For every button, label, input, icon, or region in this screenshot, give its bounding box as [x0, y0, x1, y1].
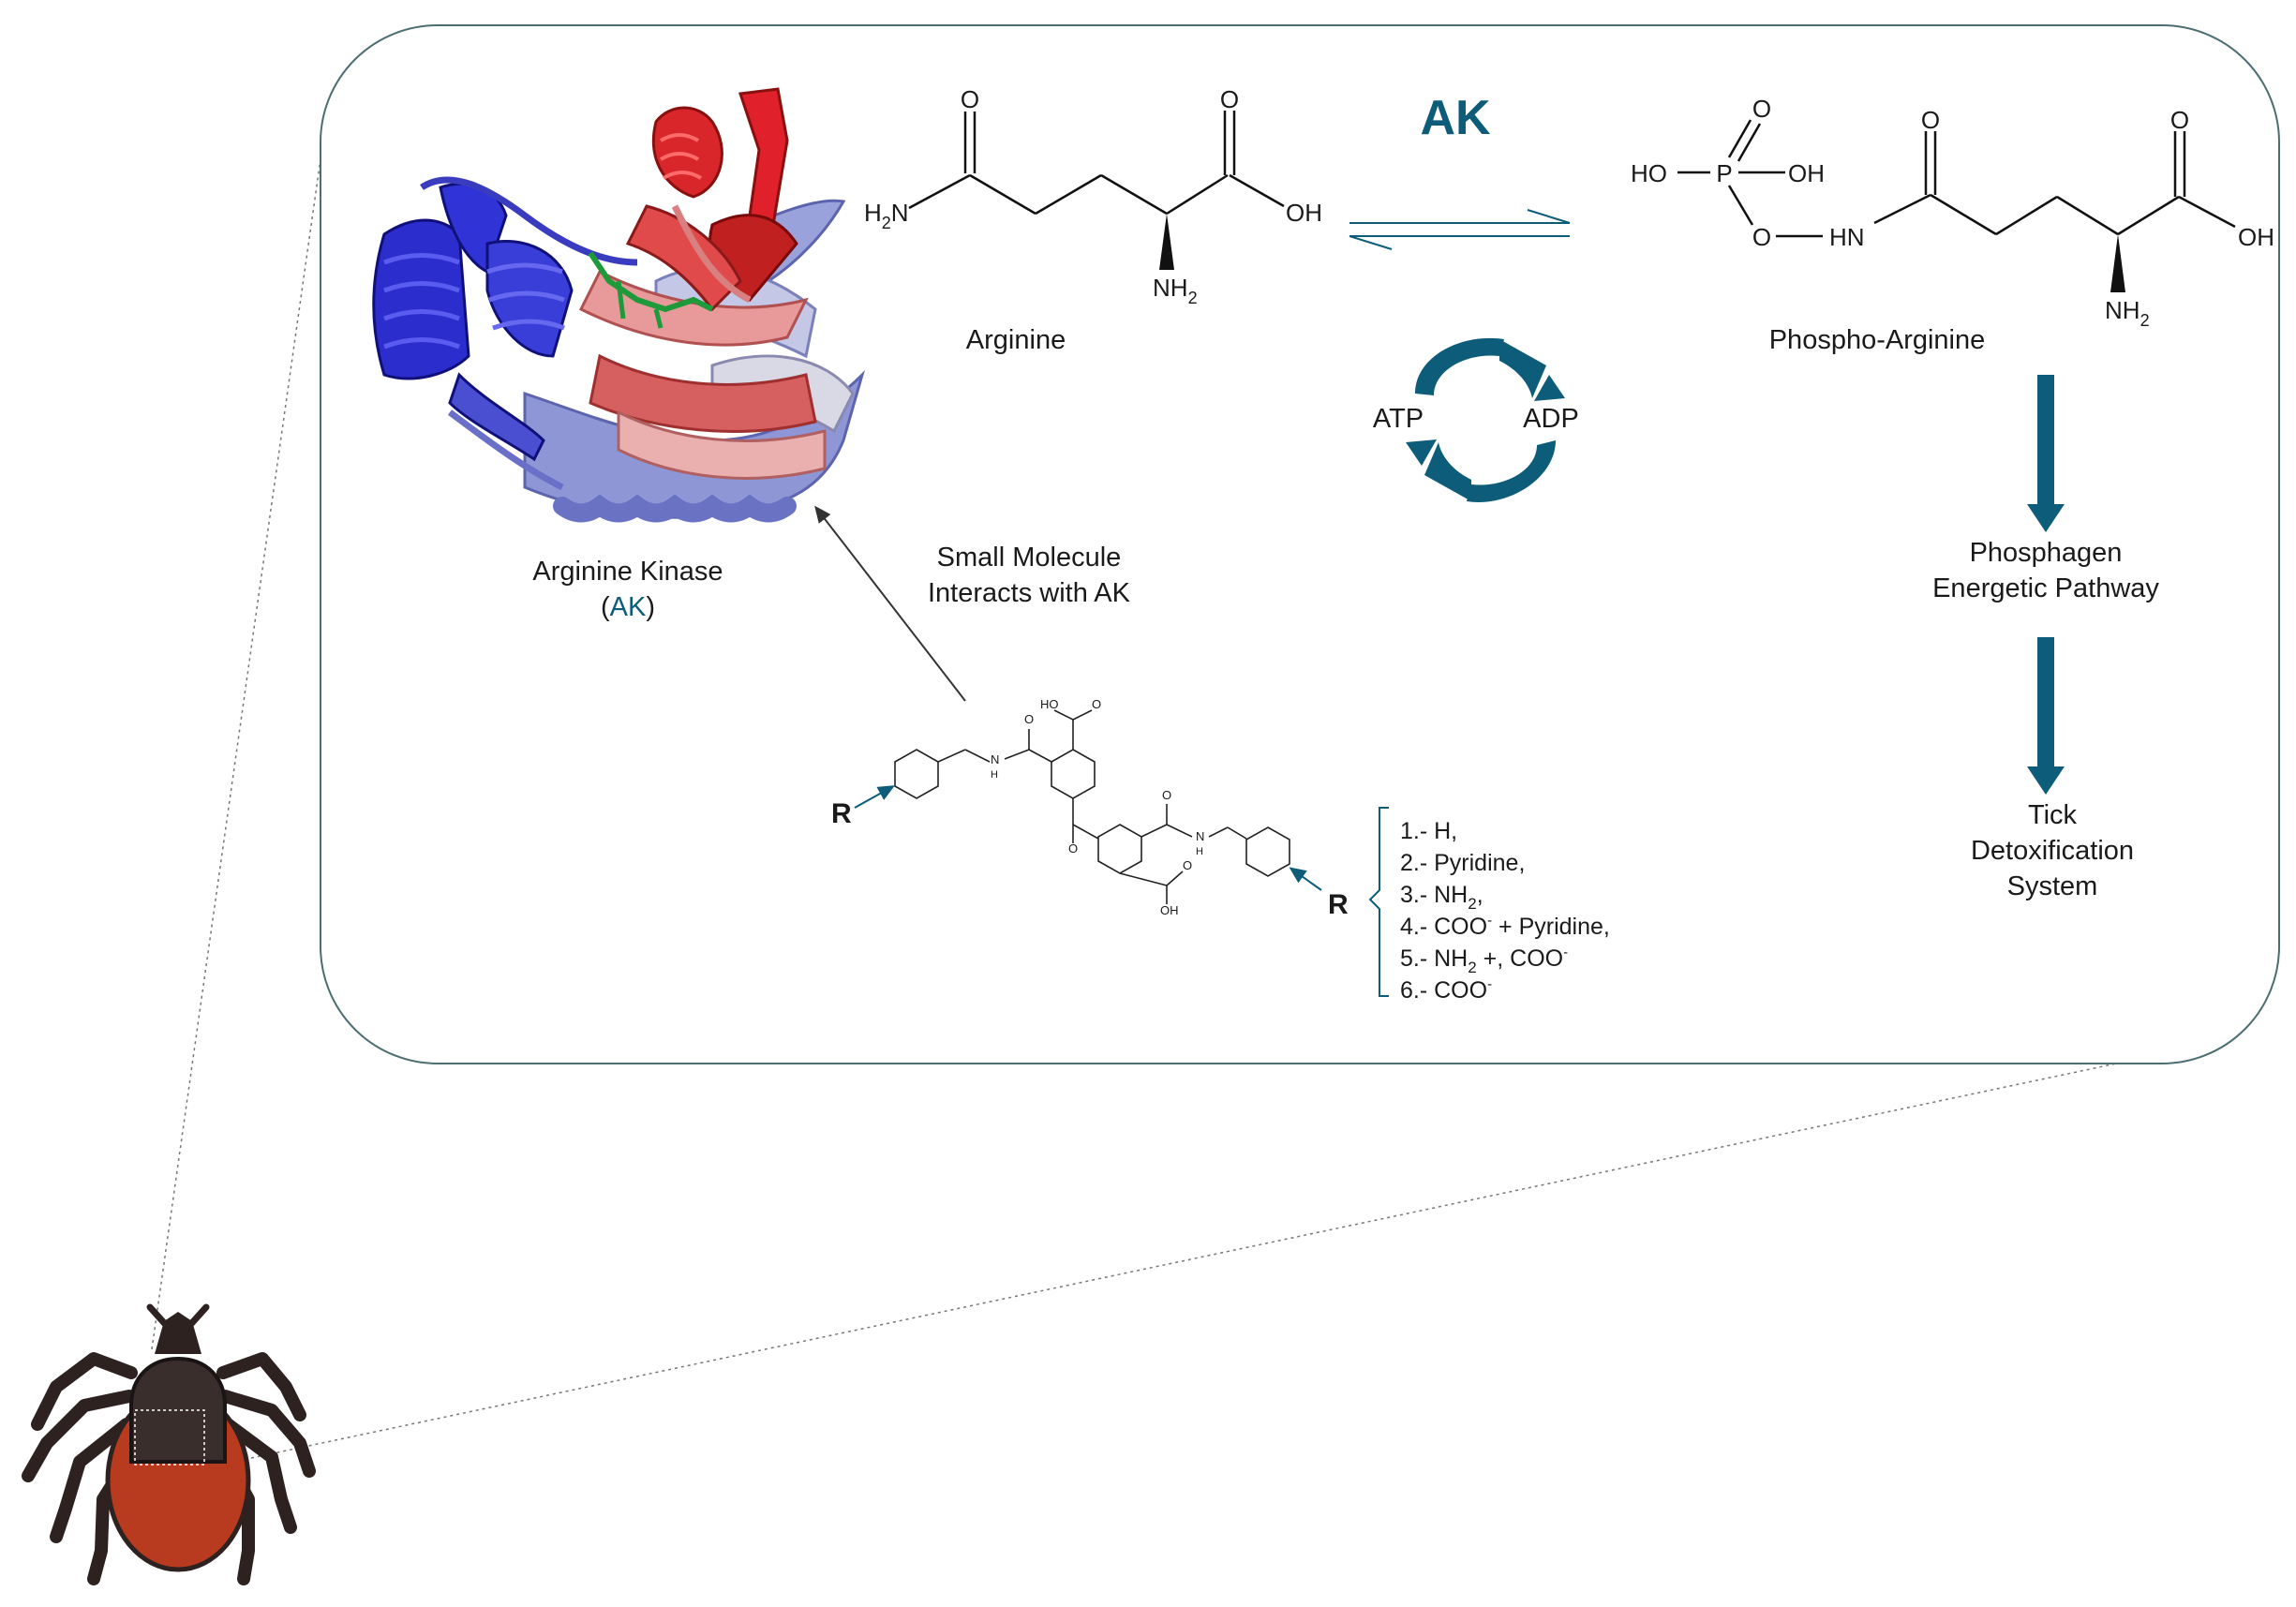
protein-structure-icon [372, 87, 866, 523]
substrate-name: Arginine [966, 325, 1066, 355]
adp-label: ADP [1523, 404, 1579, 434]
substituent-item-1: 1.- H, [1400, 818, 1457, 844]
substituent-list: 1.- H,2.- Pyridine,3.- NH2,4.- COO- + Py… [1400, 818, 1610, 1004]
sm-o-d: O [1183, 858, 1192, 872]
pathway-step1-line1: Phosphagen [1970, 538, 2123, 568]
arginine-structure [908, 111, 1285, 270]
sm-o-keto: O [1068, 841, 1078, 856]
text-segment: + Pyridine, [1492, 914, 1610, 940]
r-arrow-right [1289, 867, 1322, 891]
zoom-frame [320, 24, 2280, 1064]
atp-label: ATP [1373, 404, 1424, 434]
pathway-step2-line1: Tick [2028, 800, 2078, 830]
superscript: - [1563, 945, 1568, 960]
sm-o-c: O [1162, 788, 1171, 802]
subscript: 2 [1468, 959, 1476, 976]
pathway-step1-line2: Energetic Pathway [1932, 573, 2159, 603]
pathway-step2-line3: System [2007, 871, 2098, 901]
product-name: Phospho-Arginine [1769, 325, 1986, 355]
phospho-o-acid: O [2170, 106, 2189, 134]
superscript: - [1487, 913, 1492, 929]
r-group-right: R [1328, 889, 1349, 920]
protein-abbr-highlight: AK [610, 592, 647, 622]
pathway-step2-line2: Detoxification [1971, 836, 2134, 866]
small-molecule-line1: Small Molecule [937, 543, 1122, 573]
pathway-arrow-2 [2027, 637, 2065, 795]
phospho-o-carbonyl: O [1921, 106, 1940, 134]
sm-h1: H [991, 769, 998, 781]
text-segment: 2.- Pyridine, [1400, 850, 1525, 876]
sm-ho: HO [1040, 697, 1059, 711]
pathway-arrow-1 [2027, 375, 2065, 532]
sm-n2: N [1196, 829, 1204, 843]
sm-n1: N [991, 752, 999, 766]
text-segment: 5.- NH [1400, 945, 1468, 972]
phospho-hn: HN [1829, 223, 1865, 251]
small-molecule-line2: Interacts with AK [928, 578, 1131, 608]
sm-o-b: O [1024, 712, 1034, 726]
superscript: - [1487, 976, 1492, 992]
phospho-o-bridge: O [1752, 223, 1771, 251]
substituent-bracket [1368, 807, 1389, 997]
phospho-amine: NH2 [2105, 296, 2150, 330]
small-molecule-structure [894, 709, 1290, 904]
text-segment: 1.- H, [1400, 818, 1457, 844]
text-segment: , [1477, 882, 1483, 908]
zoom-line-right [250, 1058, 2139, 1459]
substituent-item-6: 6.- COO- [1400, 976, 1492, 1004]
zoom-line-left [151, 158, 321, 1350]
interaction-arrow [814, 505, 966, 702]
subscript: 2 [1468, 895, 1476, 913]
arginine-o2: O [1220, 85, 1239, 113]
arginine-amine: NH2 [1153, 274, 1198, 307]
arginine-oh: OH [1286, 199, 1322, 227]
enzyme-label: AK [1420, 91, 1491, 145]
substituent-item-3: 3.- NH2, [1400, 882, 1483, 913]
phospho-o-top: O [1752, 95, 1771, 123]
text-segment: 4.- COO [1400, 914, 1487, 940]
substituent-item-5: 5.- NH2 +, COO- [1400, 945, 1568, 976]
tick-icon [22, 1303, 316, 1585]
protein-name: Arginine Kinase [532, 557, 723, 587]
sm-o-a: O [1092, 697, 1101, 711]
substituent-item-2: 2.- Pyridine, [1400, 850, 1525, 876]
text-segment: 6.- COO [1400, 977, 1487, 1004]
phospho-p: P [1716, 159, 1732, 187]
r-arrow-left [854, 785, 895, 809]
sm-oh: OH [1160, 903, 1179, 917]
text-segment: 3.- NH [1400, 882, 1468, 908]
sm-h2: H [1196, 846, 1203, 857]
text-segment: +, COO [1477, 945, 1563, 972]
phospho-oh2: OH [2238, 223, 2274, 251]
phospho-oh1: OH [1788, 159, 1825, 187]
arginine-o1: O [961, 85, 979, 113]
substituent-item-4: 4.- COO- + Pyridine, [1400, 913, 1610, 940]
equilibrium-arrows [1349, 209, 1571, 250]
protein-abbr-open: ( [601, 592, 610, 622]
protein-abbr: (AK) [601, 592, 655, 622]
phospho-ho: HO [1631, 159, 1667, 187]
phospho-arginine-structure [1677, 119, 2236, 292]
arginine-amide: H2N [864, 199, 909, 232]
cycle-arrows-icon [1406, 337, 1565, 502]
protein-abbr-close: ) [646, 592, 655, 622]
r-group-left: R [831, 798, 852, 829]
